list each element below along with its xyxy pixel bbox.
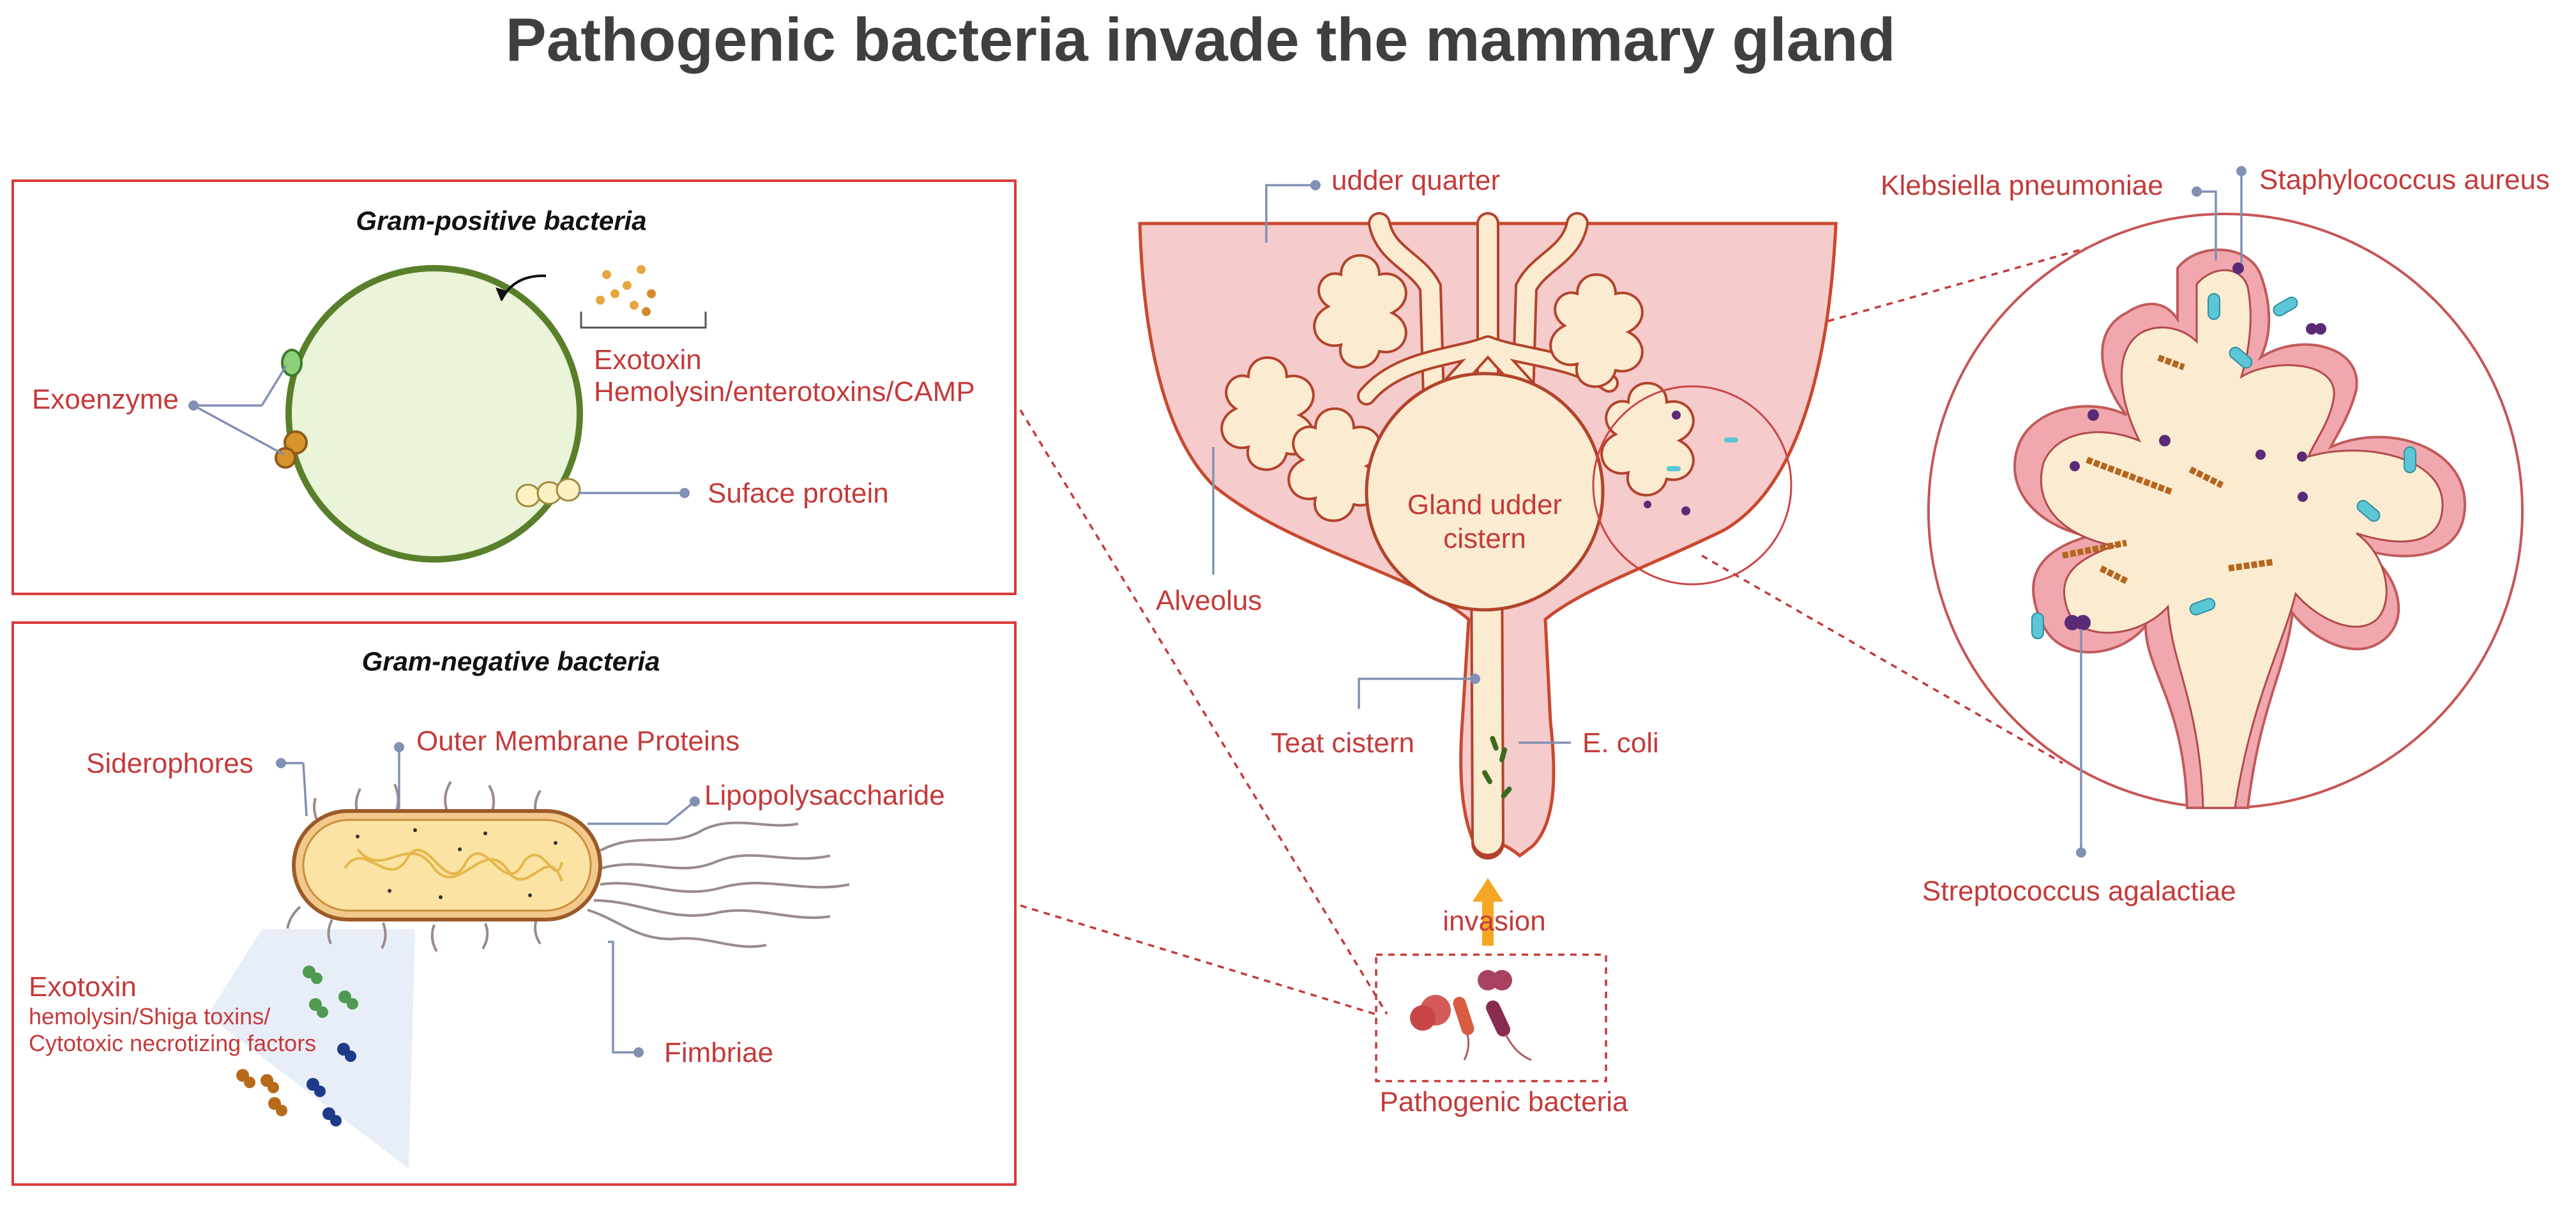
klebsiella-icon [2031,293,2416,639]
invasion-arrow-shaft [1482,897,1494,946]
udder-quarter: Gland udder cistern [1138,212,1838,860]
ribosome-dots-icon [356,828,557,899]
staphylococcus-label: Staphylococcus aureus [2259,164,2550,195]
gn-exotoxin-line1-label: hemolysin/Shiga toxins/ [29,1003,270,1029]
alveolar-lumen [2040,269,2444,809]
exoenzyme-leader-dot [188,400,199,411]
gn-omp-label: Outer Membrane Proteins [416,725,739,757]
siderophores-leader [302,762,308,817]
gland-cistern-label-2: cistern [1443,523,1526,554]
zoom-source-circle [1592,385,1792,586]
fimbriae-leader-dot [633,1047,644,1057]
gram-negative-connector [1020,904,1380,1017]
alveolus-label: Alveolus [1156,585,1262,616]
zoom-connector-bottom [1701,554,2063,764]
gp-exotoxin-types-label: Hemolysin/enterotoxins/CAMP [594,376,975,407]
exotoxin-particles-icon [236,966,358,1126]
e-coli-label: E. coli [1582,727,1659,759]
gram-positive-cell [285,265,583,563]
gram-positive-panel: Gram-positive bacteria Exotoxin Hemolysi… [11,179,1017,595]
pathogenic-bacteria-label: Pathogenic bacteria [1380,1086,1628,1118]
gland-cistern [1365,372,1605,612]
omp-leader-dot [394,742,404,752]
alveolus-icon [1220,254,1695,522]
udder-quarter-leader [1265,184,1315,243]
fimbriae-leader [608,941,639,1054]
udder-quarter-leader-dot [1310,180,1321,190]
udder-quarter-label: udder quarter [1331,165,1500,196]
invasion-arrow-icon [1473,878,1503,902]
staphylococcus-leader-dot [2236,166,2246,176]
surface-protein-icon [515,478,581,508]
streptococcus-label: Streptococcus agalactiae [1922,875,2236,907]
exoenzyme-leader [193,365,287,407]
exoenzyme-green-icon [281,349,303,377]
lps-leader-dot [690,796,700,807]
exoenzyme-orange-icon [284,430,308,455]
siderophores-leader-dot [276,758,286,768]
zoomed-alveolus [1927,213,2524,809]
lps-leader [587,800,696,825]
klebsiella-leader [2197,190,2217,261]
gland-cistern-label-1: Gland udder [1407,489,1562,520]
gn-siderophores-label: Siderophores [86,748,254,779]
gn-exotoxin-line2-label: Cytotoxic necrotizing factors [29,1030,316,1056]
teat-cistern-leader [1358,678,1475,709]
gram-negative-header: Gram-negative bacteria [362,646,660,676]
gram-negative-panel: Gram-negative bacteria [11,621,1017,1186]
gn-exotoxin-label: Exotoxin [29,971,137,1003]
gp-exotoxin-label: Exotoxin [594,344,702,375]
gn-lps-label: Lipopolysaccharide [704,780,945,811]
klebsiella-leader-dot [2192,186,2202,197]
exotoxin-particles-icon [596,265,656,316]
milk-duct-lumen [1370,215,1586,405]
gram-positive-header: Gram-positive bacteria [356,206,646,236]
klebsiella-label: Klebsiella pneumoniae [1881,170,2163,201]
invasion-label: invasion [1443,906,1545,937]
bacteria-in-alveolus-icon [1644,411,1738,515]
gp-exoenzyme-label: Exoenzyme [32,384,179,415]
streptococcus-leader-dot [2076,847,2086,858]
exotoxin-secretion-cone [208,929,415,1169]
gram-negative-cytoplasm [302,819,592,912]
exotoxin-bracket [580,312,707,329]
arrow-head-icon [496,287,508,301]
streptococcus-icon [2062,354,2274,584]
pathogenic-bacteria-icon [1410,970,1532,1061]
gram-positive-connector [1019,409,1388,1015]
gn-fimbriae-label: Fimbriae [664,1037,773,1068]
teat-cistern-leader-dot [1470,674,1480,684]
teat-cistern-label: Teat cistern [1271,727,1414,759]
exoenzyme-leader [193,404,285,456]
pathogenic-bacteria-box [1375,953,1607,1082]
diagram-title: Pathogenic bacteria invade the mammary g… [506,6,1896,74]
surface-protein-leader-dot [679,488,690,498]
nucleoid-icon [344,848,563,882]
gp-surface-protein-label: Suface protein [708,478,889,509]
staphylococcus-icon [2065,262,2326,630]
e-coli-in-teat-icon [1482,736,1512,799]
